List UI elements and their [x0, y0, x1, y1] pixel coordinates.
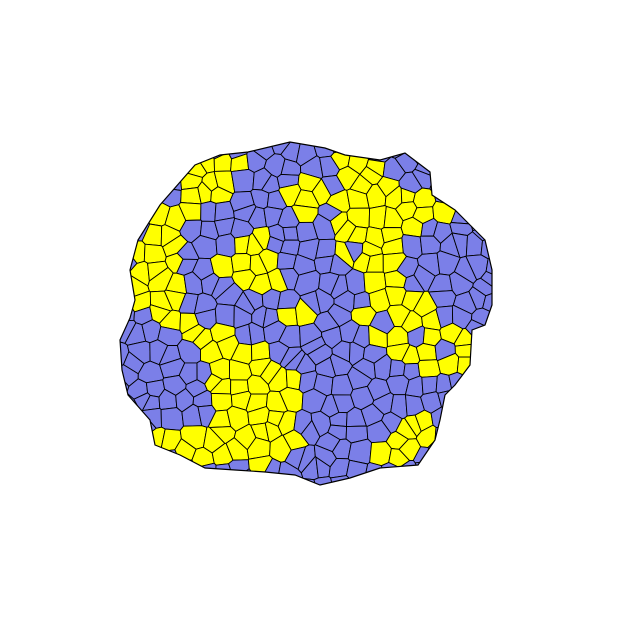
- blue-cell: [353, 291, 372, 310]
- blue-cell: [330, 475, 352, 485]
- tissue-outline: [119, 141, 493, 486]
- blue-cell: [200, 200, 217, 222]
- blue-cell: [315, 238, 337, 259]
- blue-cell: [230, 168, 255, 193]
- yellow-cell: [251, 340, 271, 362]
- yellow-cell: [415, 342, 438, 361]
- yellow-cell: [230, 253, 252, 273]
- yellow-cell: [369, 441, 392, 467]
- blue-cell: [215, 233, 236, 258]
- blue-cell: [480, 270, 492, 293]
- yellow-cell: [368, 205, 387, 230]
- yellow-cell: [417, 359, 441, 378]
- blue-cell: [160, 407, 184, 431]
- blue-cell: [282, 226, 299, 241]
- blue-cell: [388, 359, 406, 378]
- yellow-cell: [285, 369, 302, 391]
